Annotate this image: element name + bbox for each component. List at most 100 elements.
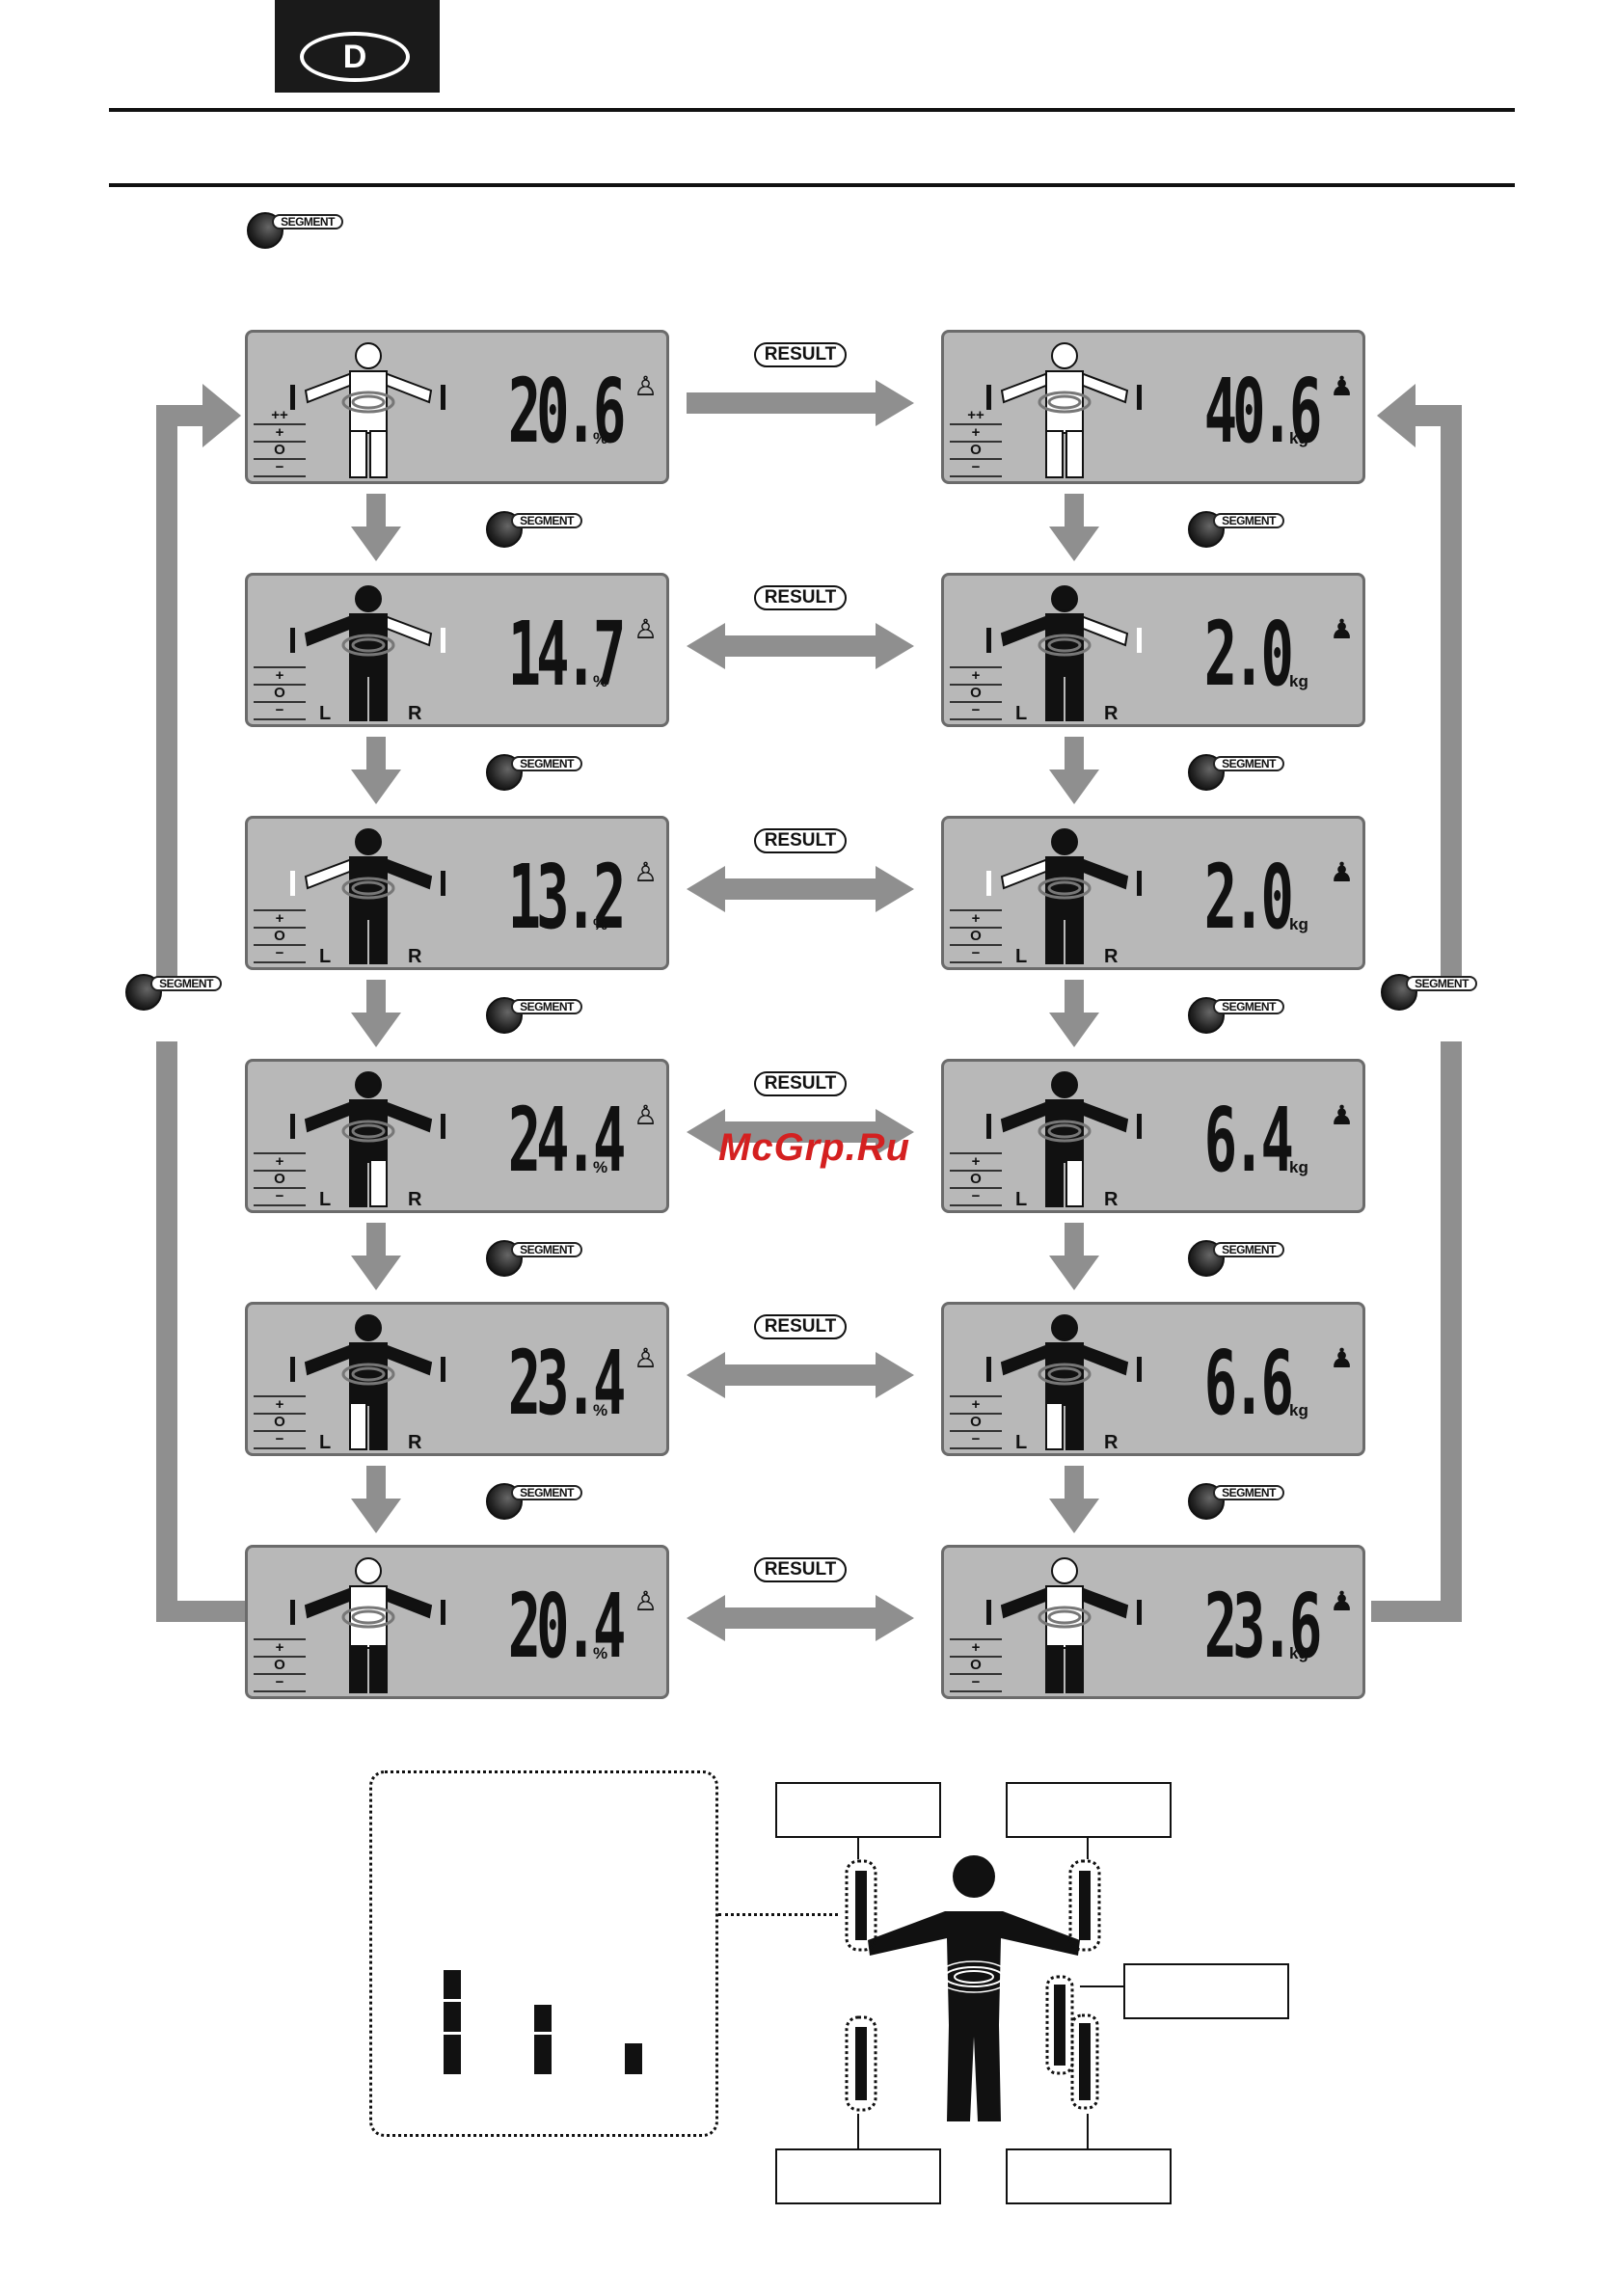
reading-unit: kg — [1289, 429, 1308, 447]
body-figure-icon — [986, 828, 1142, 964]
level-scale: +O− — [950, 1623, 1002, 1692]
result-button[interactable]: RESULT — [754, 342, 847, 367]
right-side-label: R — [1104, 1189, 1119, 1210]
body-fat-mode-icon: ♙ — [634, 1586, 659, 1616]
double-arrow-icon — [687, 1352, 914, 1398]
level-scale: +O− — [254, 1380, 306, 1449]
lcd-display: +O− L R 23.4 % ♙ — [245, 1302, 669, 1456]
reading-value: 2.0 — [1203, 846, 1294, 949]
segment-label: SEGMENT — [1213, 756, 1284, 771]
language-code: D — [300, 32, 410, 82]
body-figure-icon — [986, 342, 1142, 478]
loop-arrow-left — [156, 384, 248, 1622]
segment-button[interactable]: SEGMENT — [486, 754, 586, 793]
segment-button[interactable]: SEGMENT — [486, 997, 586, 1036]
segment-button[interactable]: SEGMENT — [1188, 997, 1288, 1036]
left-side-label: L — [319, 1189, 332, 1210]
reading-unit: % — [593, 1644, 608, 1662]
lcd-display: +O− L R 2.0 kg ♟ — [941, 573, 1365, 727]
watermark: McGrp.Ru — [718, 1126, 911, 1169]
reading-unit: % — [593, 429, 608, 447]
lcd-display: +++O− 40.6 kg ♟ — [941, 330, 1365, 484]
left-side-label: L — [1015, 1189, 1028, 1210]
level-scale: +O− — [950, 651, 1002, 720]
reading-value: 20.4 — [507, 1575, 626, 1678]
reading-unit: kg — [1289, 915, 1308, 933]
segment-label: SEGMENT — [1213, 999, 1284, 1014]
segment-knob-icon — [486, 997, 523, 1034]
segment-button[interactable]: SEGMENT — [1188, 1483, 1288, 1522]
loop-arrow-right — [1371, 384, 1462, 1622]
right-side-label: R — [408, 703, 422, 724]
reading-unit: kg — [1289, 672, 1308, 690]
body-fat-mode-icon: ♙ — [634, 1100, 659, 1130]
result-button[interactable]: RESULT — [754, 1071, 847, 1096]
reading-value: 23.4 — [507, 1332, 626, 1435]
down-arrow-icon — [1049, 737, 1099, 804]
reading-value: 6.4 — [1203, 1089, 1294, 1192]
segment-button[interactable]: SEGMENT — [1188, 754, 1288, 793]
left-side-label: L — [1015, 1432, 1028, 1453]
right-side-label: R — [1104, 1432, 1119, 1453]
top-rule — [109, 108, 1515, 112]
left-side-label: L — [1015, 703, 1028, 724]
result-button[interactable]: RESULT — [754, 585, 847, 610]
segment-button[interactable]: SEGMENT — [486, 511, 586, 550]
segment-button-intro[interactable]: SEGMENT — [247, 212, 347, 251]
head-icon — [953, 1855, 995, 1898]
segment-knob-icon — [1188, 1240, 1225, 1277]
segment-label: SEGMENT — [511, 756, 582, 771]
body-fat-mode-icon: ♙ — [634, 614, 659, 644]
reading-unit: kg — [1289, 1644, 1308, 1662]
callout-connector — [718, 1913, 838, 1916]
reading-value: 24.4 — [507, 1089, 626, 1192]
label-box-bottom-left — [775, 2148, 941, 2204]
segment-button[interactable]: SEGMENT — [486, 1240, 586, 1279]
level-bar-mid — [534, 2005, 552, 2074]
lcd-display: +O− L R 24.4 % ♙ — [245, 1059, 669, 1213]
down-arrow-icon — [351, 494, 401, 561]
segment-label: SEGMENT — [272, 214, 343, 230]
level-scale: +O− — [254, 1137, 306, 1206]
right-side-label: R — [408, 1189, 422, 1210]
segment-button[interactable]: SEGMENT — [1188, 1240, 1288, 1279]
right-side-label: R — [408, 946, 422, 967]
left-side-label: L — [319, 946, 332, 967]
language-badge: D — [275, 0, 440, 93]
level-bar-high — [444, 1970, 461, 2074]
muscle-mode-icon: ♟ — [1330, 1343, 1355, 1373]
result-button[interactable]: RESULT — [754, 828, 847, 853]
lcd-display: +O− L R 13.2 % ♙ — [245, 816, 669, 970]
segment-button[interactable]: SEGMENT — [1188, 511, 1288, 550]
label-box-mid-right — [1123, 1963, 1289, 2019]
level-scale: +O− — [254, 894, 306, 963]
label-box-bottom-right — [1006, 2148, 1172, 2204]
segment-label: SEGMENT — [1213, 513, 1284, 528]
segment-button-left-loop[interactable]: SEGMENT — [125, 974, 226, 1013]
segment-body-figure — [845, 1838, 1123, 2148]
segment-button-right-loop[interactable]: SEGMENT — [1381, 974, 1481, 1013]
down-arrow-icon — [1049, 1466, 1099, 1533]
level-scale: +O− — [950, 1137, 1002, 1206]
segment-label: SEGMENT — [511, 513, 582, 528]
muscle-mode-icon: ♟ — [1330, 1100, 1355, 1130]
muscle-mode-icon: ♟ — [1330, 371, 1355, 401]
body-figure-icon — [986, 585, 1142, 721]
double-arrow-icon — [687, 1595, 914, 1641]
reading-unit: kg — [1289, 1401, 1308, 1419]
reading-unit: % — [593, 1158, 608, 1176]
reading-unit: kg — [1289, 1158, 1308, 1176]
body-figure-icon — [290, 585, 445, 721]
level-scale: +O− — [950, 1380, 1002, 1449]
left-side-label: L — [1015, 946, 1028, 967]
right-side-label: R — [1104, 703, 1119, 724]
level-scale: +O− — [254, 1623, 306, 1692]
result-button[interactable]: RESULT — [754, 1314, 847, 1339]
segment-knob-icon — [486, 1483, 523, 1520]
down-arrow-icon — [1049, 980, 1099, 1047]
body-figure-icon — [986, 1314, 1142, 1450]
segment-button[interactable]: SEGMENT — [486, 1483, 586, 1522]
segment-label: SEGMENT — [511, 999, 582, 1014]
lcd-display: +O− 23.6 kg ♟ — [941, 1545, 1365, 1699]
result-button[interactable]: RESULT — [754, 1557, 847, 1582]
